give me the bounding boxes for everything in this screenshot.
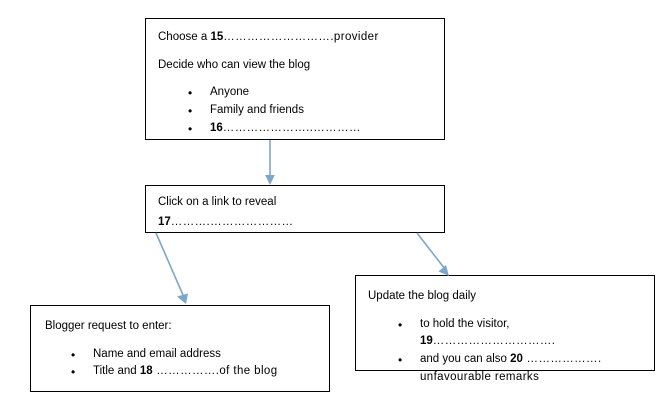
list-item: Title and 18 …………….of the blog	[71, 363, 317, 381]
list-item: 16…………………..…………	[188, 120, 432, 138]
blogger-bullet-list: Name and email address Title and 18 ……………	[45, 346, 317, 382]
blogger-bullet-2-prefix: Title and	[93, 365, 140, 378]
choose-bullet-3-text: …………………..…………	[222, 121, 361, 134]
box-blogger-request: Blogger request to enter: Name and email…	[30, 305, 330, 392]
click-line-2: 17……….…………………	[158, 214, 432, 231]
blogger-bullet-2-suffix: …………….of the blog	[152, 365, 278, 378]
choose-bullet-list: Anyone Family and friends 16…………………..…………	[158, 84, 432, 138]
update-bullet-2-suffix: ………………. unfavourable remarks	[420, 353, 602, 384]
list-item: and you can also 20 ………………. unfavourable…	[398, 351, 642, 387]
update-blank-19: 19	[420, 335, 433, 348]
choose-bullet-1-text: Anyone	[210, 86, 250, 99]
choose-blank-15: 15	[210, 31, 224, 43]
list-item: Family and friends	[188, 102, 432, 120]
update-bullet-1-suffix: ………………………….	[432, 335, 556, 348]
list-item: to hold the visitor, 19………………………….	[398, 316, 642, 352]
update-bullet-2-prefix: and you can also	[420, 353, 511, 366]
choose-line1-suffix: ……………………….provider	[223, 31, 379, 43]
update-blank-20: 20	[510, 353, 523, 366]
box-choose-provider: Choose a 15……………………….provider Decide who…	[145, 18, 445, 140]
box-click-link: Click on a link to reveal 17……….…………………	[145, 185, 445, 233]
update-line-1: Update the blog daily	[368, 290, 477, 302]
arrow-down-right-icon	[416, 232, 449, 276]
arrow-down-left-icon	[155, 232, 188, 304]
blogger-bullet-1-text: Name and email address	[93, 347, 221, 360]
update-bullet-list: to hold the visitor, 19…………………………. and y…	[368, 316, 642, 387]
arrow-down-icon	[265, 140, 275, 185]
click-line-1: Click on a link to reveal	[158, 196, 277, 208]
choose-line-2: Decide who can view the blog	[158, 58, 311, 71]
choose-bullet-2-text: Family and friends	[210, 104, 304, 117]
blogger-blank-18: 18	[139, 365, 153, 378]
update-bullet-1-prefix: to hold the visitor,	[420, 317, 513, 330]
click-line2-dots: ……….…………………	[170, 215, 294, 228]
choose-line1-prefix: Choose a	[158, 31, 211, 43]
blogger-line-1: Blogger request to enter:	[45, 320, 172, 332]
choose-blank-16: 16	[210, 121, 223, 134]
list-item: Anyone	[188, 84, 432, 102]
click-blank-17: 17	[158, 215, 171, 228]
box-update-blog: Update the blog daily to hold the visito…	[355, 275, 655, 383]
list-item: Name and email address	[71, 346, 317, 364]
choose-line-1: Choose a 15……………………….provider	[158, 29, 432, 46]
